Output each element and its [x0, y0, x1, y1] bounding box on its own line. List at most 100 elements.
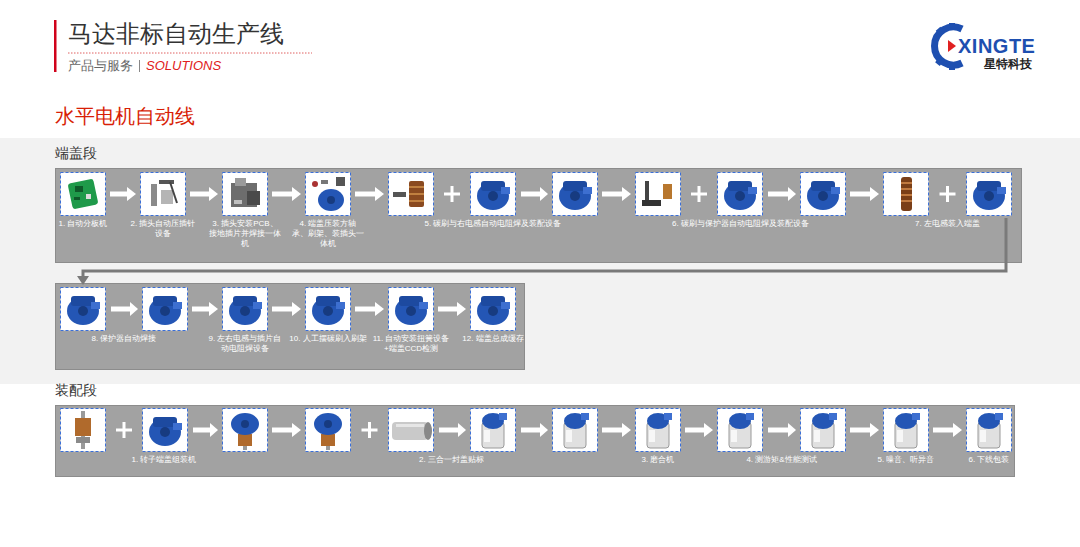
drawing-part	[327, 196, 335, 204]
logo-name: 星特科技	[984, 57, 1032, 71]
flow-arrow	[192, 302, 218, 316]
drawing-part	[664, 413, 672, 420]
image-frame	[553, 173, 598, 216]
drawing-part	[477, 297, 509, 325]
part-picture	[564, 413, 589, 448]
drawing-part	[173, 302, 182, 309]
part-picture	[231, 178, 260, 207]
process-step: 2. 三合一封盖贴标	[305, 408, 598, 452]
image-frame	[223, 409, 268, 452]
drawing-part	[393, 192, 406, 197]
drawing-part	[746, 413, 754, 420]
image-frame	[471, 173, 516, 216]
flow-arrow	[438, 302, 466, 316]
process-step: 3. 磨合机	[635, 408, 681, 452]
drawing-part	[75, 418, 91, 436]
inner-arrow	[521, 428, 541, 433]
flow-arrow	[850, 423, 879, 437]
drawing-part	[86, 194, 91, 199]
image-frame	[223, 288, 268, 331]
image-frame	[801, 409, 846, 452]
step-caption: 3. 磨合机	[622, 455, 694, 465]
drawing-part	[240, 306, 250, 316]
drawing-part	[409, 186, 424, 188]
process-step: 5. 噪音、听异音	[883, 408, 929, 452]
arrow-shaft	[850, 192, 871, 197]
part-picture	[978, 413, 1003, 448]
drawing-part	[814, 430, 820, 442]
step-illustration	[60, 408, 268, 452]
process-step: 9. 左右电感与插片自动电阻焊设备	[222, 287, 268, 331]
step-caption: 3. 插头安装PCB、接地插片并焊接一体机	[209, 219, 281, 249]
drawing-part	[559, 182, 591, 210]
step-caption: 6. 下线包装	[959, 455, 1019, 465]
part-picture	[642, 181, 672, 206]
arrow-shaft	[110, 192, 128, 197]
step-illustration	[305, 172, 351, 216]
part-picture	[151, 180, 177, 206]
image-frame	[636, 409, 681, 452]
drawing-part	[901, 188, 912, 190]
arrow-head	[292, 187, 301, 201]
flow-arrow	[602, 187, 631, 201]
arrow-shaft	[685, 428, 705, 433]
image-frame	[801, 173, 846, 216]
logo-wordmark: XINGTE	[958, 35, 1035, 57]
process-step: 3. 插头安装PCB、接地插片并焊接一体机	[222, 172, 268, 216]
process-step: 1. 自动分板机	[60, 172, 106, 216]
part-picture	[392, 422, 432, 440]
arrow-head	[375, 187, 384, 201]
drawing-part	[477, 182, 509, 210]
subtitle-row: 产品与服务SOLUTIONS	[68, 58, 221, 73]
section-heading: 端盖段	[55, 144, 97, 162]
image-frame	[223, 173, 268, 216]
image-frame	[141, 173, 186, 216]
drawing-part	[323, 306, 333, 316]
drawing-part	[897, 430, 903, 442]
gear-arc	[935, 27, 962, 65]
arrow-shaft	[192, 307, 210, 312]
process-step: 12. 端盖总成缓存	[470, 287, 516, 331]
step-caption: 6. 碳刷与保护器自动电阻焊及装配设备	[661, 219, 821, 229]
arrow-shaft	[190, 192, 210, 197]
image-frame	[718, 173, 763, 216]
drawing-part	[735, 191, 745, 201]
drawing-part	[901, 177, 912, 211]
drawing-part	[645, 181, 649, 201]
process-step: 6. 下线包装	[966, 408, 1012, 452]
step-illustration	[60, 172, 106, 216]
inner-arrow	[111, 307, 131, 312]
arrow-shaft	[355, 192, 376, 197]
drawing-part	[159, 180, 174, 184]
drawing-part	[581, 413, 589, 420]
arrow-head	[622, 423, 631, 437]
subtitle-divider	[139, 60, 140, 72]
drawing-part	[642, 200, 661, 206]
image-frame	[61, 409, 106, 452]
arrow-head	[375, 302, 384, 316]
flow-arrow	[110, 187, 136, 201]
arrow-head	[127, 187, 136, 201]
band-ground	[55, 283, 525, 370]
step-illustration	[222, 172, 268, 216]
drawing-part	[997, 187, 1006, 194]
drawing-part	[409, 181, 424, 207]
part-picture	[647, 413, 672, 448]
step-caption: 4. 测游矩&性能测试	[722, 455, 842, 465]
drawing-part	[488, 306, 498, 316]
drawing-part	[912, 413, 920, 420]
step-caption: 9. 左右电感与插片自动电阻焊设备	[205, 334, 285, 354]
drawing-part	[91, 302, 100, 309]
drawing-part	[336, 302, 345, 309]
inner-arrow-head	[130, 302, 138, 316]
part-picture	[312, 296, 345, 325]
drawing-part	[663, 184, 672, 199]
step-caption: 10. 人工摆碳刷入刷架	[288, 334, 368, 344]
drawing-part	[151, 184, 157, 206]
image-frame	[306, 288, 351, 331]
drawing-part	[973, 182, 1005, 210]
gear-tooth	[935, 57, 944, 66]
step-illustration	[883, 172, 1012, 216]
arrow-head	[292, 302, 301, 316]
